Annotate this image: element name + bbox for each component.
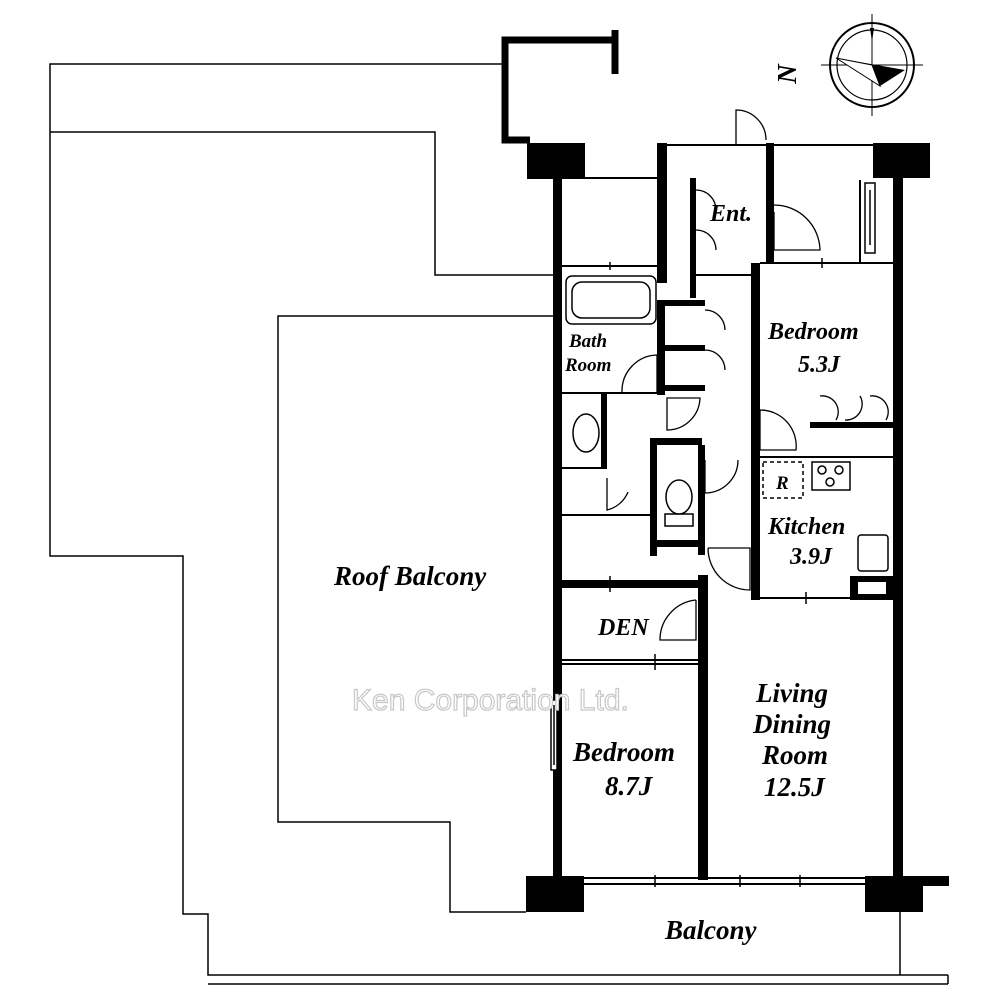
exterior-walls xyxy=(553,143,903,887)
bedroom-south-size: 8.7J xyxy=(605,771,654,801)
den-label: DEN xyxy=(597,615,650,641)
compass-label: N xyxy=(772,63,802,85)
structural-columns xyxy=(526,143,949,912)
bedroom-north-size: 5.3J xyxy=(798,352,841,378)
kitchen-size: 3.9J xyxy=(789,544,833,570)
living-size: 12.5J xyxy=(764,772,826,802)
roof-balcony-label: Roof Balcony xyxy=(333,561,487,591)
entrance-label: Ent. xyxy=(709,201,752,227)
watermark: Ken Corporation Ltd. xyxy=(352,684,629,717)
living-label-line1: Living xyxy=(755,678,828,708)
fixtures xyxy=(565,275,889,572)
side-windows xyxy=(550,182,876,771)
kitchen-name: Kitchen xyxy=(767,514,845,540)
bedroom-north-name: Bedroom xyxy=(767,319,859,345)
bathroom-label-line1: Bath xyxy=(568,331,607,352)
compass-rose-icon xyxy=(821,14,923,116)
bathroom-label-line2: Room xyxy=(564,355,611,376)
refrigerator-label: R xyxy=(775,473,789,494)
interior-walls xyxy=(562,178,893,670)
bedroom-south-name: Bedroom xyxy=(572,737,675,767)
north-parapet xyxy=(501,30,619,144)
living-label-line2: Dining xyxy=(752,709,831,739)
living-label-line3: Room xyxy=(761,740,828,770)
doors xyxy=(606,109,889,641)
roof-balcony-outline xyxy=(49,63,949,985)
balcony-label: Balcony xyxy=(664,915,758,945)
